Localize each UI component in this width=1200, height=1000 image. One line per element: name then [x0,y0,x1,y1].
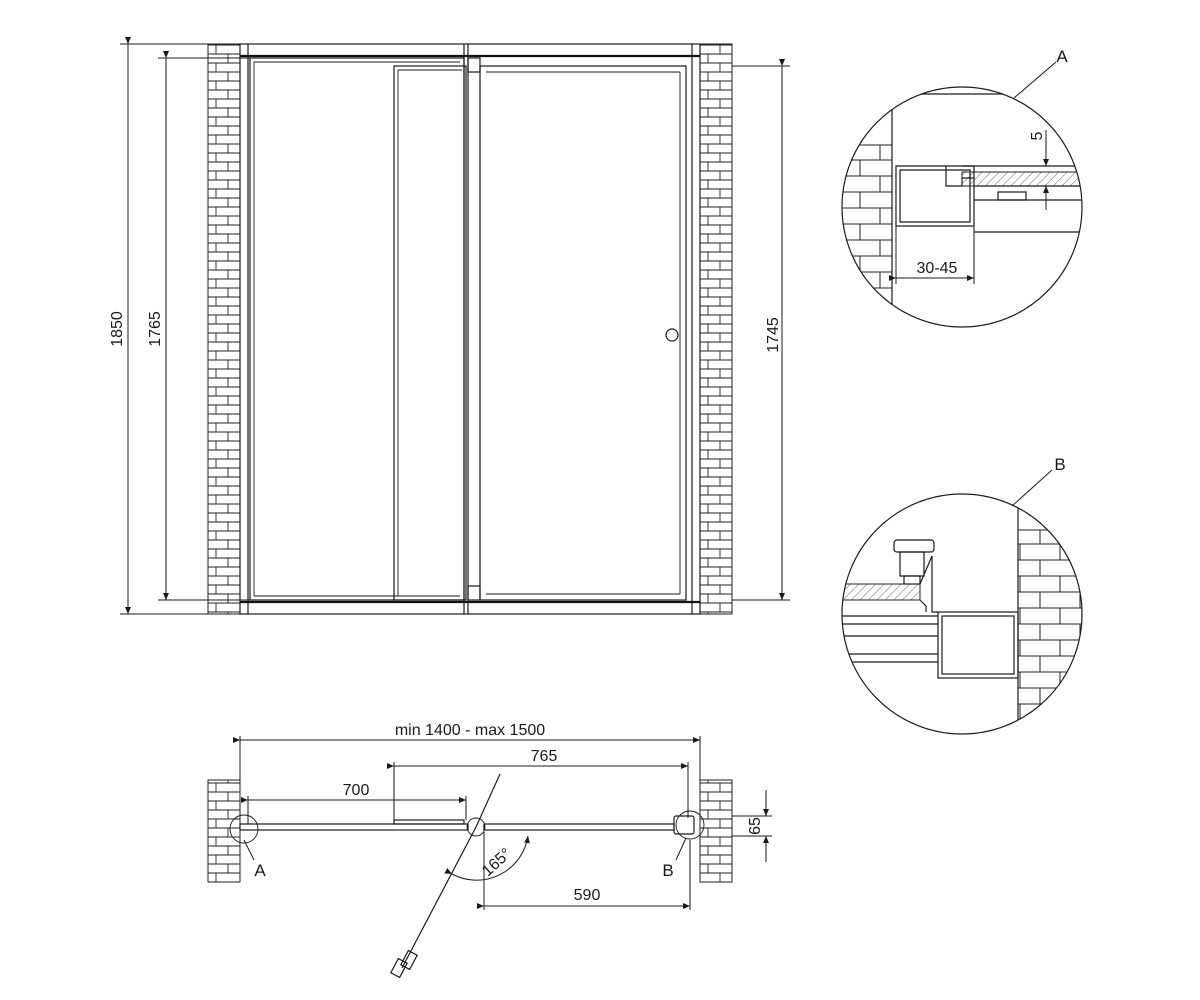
swung-door-line [401,826,477,969]
detail-a-circle [841,86,1083,328]
plan-marker-b: B [662,861,673,880]
dim-door-width: 765 [531,748,558,765]
dim-profile-depth: 65 [747,817,764,835]
dim-door-height: 1745 [765,317,782,353]
fixed-panel [249,57,465,601]
detail-a-adjust: 30-45 [917,260,958,277]
detail-b-circle [841,493,1083,735]
plan-left-wall [207,779,241,883]
detail-b: B [841,455,1083,735]
plan-marker-a: A [254,861,266,880]
plan-right-wall [699,779,733,883]
left-wall [207,43,241,615]
dim-fixed-panel: 700 [343,782,370,799]
dim-total-width: min 1400 - max 1500 [395,722,545,739]
right-wall [699,43,733,615]
dim-total-height: 1850 [109,311,126,347]
dim-frame-height: 1765 [147,311,164,347]
detail-a-label: A [1056,47,1068,66]
top-hinge [467,57,481,73]
detail-b-label: B [1054,455,1065,474]
dim-opening: 590 [574,887,601,904]
door-knob [665,328,679,342]
pivot-door [479,65,687,601]
plan-view: 165° min 1400 - max 1500 765 700 590 65 … [207,722,772,979]
detail-a-gap: 5 [1029,131,1046,140]
front-view: 1850 1765 1745 [109,37,790,615]
detail-a: 5 30-45 A [841,47,1083,328]
bottom-hinge [467,585,481,601]
